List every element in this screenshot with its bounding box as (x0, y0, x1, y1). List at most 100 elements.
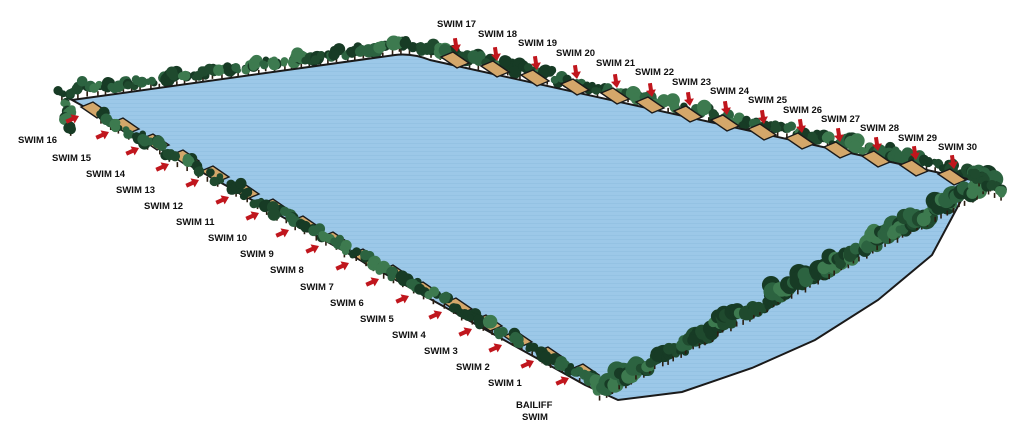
swim-arrow-icon (185, 178, 199, 188)
swim-platform (519, 69, 551, 87)
swim-platform (479, 60, 511, 78)
swim-label: SWIM 1 (488, 378, 522, 389)
tree-icon (191, 160, 205, 178)
swim-label: SWIM 8 (270, 265, 304, 276)
swim-label: SWIM 4 (392, 330, 426, 341)
swim-arrow-icon (571, 64, 581, 79)
swim-label: SWIM 6 (330, 298, 364, 309)
tree-icon (166, 65, 183, 87)
swim-label: SWIM 5 (360, 314, 394, 325)
tree-icon (295, 219, 311, 235)
tree-icon (53, 85, 67, 101)
swim-arrow-icon (721, 100, 731, 115)
bailiff-swim-label-line1: BAILIFF (516, 400, 553, 411)
swim-arrow-icon (125, 146, 139, 156)
swim-arrow-icon (335, 261, 349, 271)
swim-arrow-icon (95, 130, 109, 140)
swim-platform (860, 150, 892, 168)
tree-icon (493, 326, 508, 341)
swim-arrow-icon (531, 55, 541, 70)
swim-arrow-icon (910, 145, 920, 160)
swim-label: SWIM 29 (898, 133, 937, 144)
swim-label: SWIM 21 (596, 58, 636, 69)
swim-label: SWIM 16 (18, 135, 57, 146)
tree-icon (797, 267, 821, 288)
tree-icon (177, 70, 192, 84)
swim-arrow-icon (948, 154, 958, 169)
bailiff-swim-label-line2: SWIM (522, 412, 548, 423)
tree-icon (209, 173, 225, 187)
tree-icon (145, 76, 158, 90)
tree-icon (537, 64, 557, 85)
swim-platform (439, 51, 471, 69)
tree-icon (482, 314, 498, 336)
swim-platform (822, 141, 854, 159)
swim-platform (709, 114, 741, 132)
swim-label: SWIM 24 (710, 86, 750, 97)
tree-icon (206, 168, 215, 182)
swim-label: SWIM 12 (144, 201, 183, 212)
swim-platform (746, 123, 778, 141)
tree-icon (844, 132, 865, 156)
swim-platform (936, 168, 968, 186)
swim-platform (559, 78, 591, 96)
swim-label: SWIM 11 (176, 217, 215, 228)
tree-icon (226, 177, 247, 197)
tree-icon (994, 184, 1007, 201)
tree-icon (550, 70, 568, 90)
swim-label: SWIM 27 (821, 114, 860, 125)
swim-arrow-icon (834, 127, 844, 142)
tree-icon (280, 57, 289, 71)
tree-line-near (96, 106, 1007, 401)
swim-arrow-icon (65, 114, 79, 124)
swim-arrow-icon (275, 228, 289, 238)
tree-icon (348, 247, 362, 261)
swim-label: SWIM 22 (635, 67, 674, 78)
swim-arrow-icon (758, 109, 768, 124)
swim-labels: BAILIFF SWIM SWIM 1 SWIM 2 SWIM 3 SWIM 4 SWI… (18, 19, 977, 423)
swim-arrow-icon (488, 343, 502, 353)
swim-arrow-icon (491, 46, 501, 61)
swim-label: SWIM 19 (518, 38, 557, 49)
swim-label: SWIM 20 (556, 48, 595, 59)
swim-label: SWIM 9 (240, 249, 274, 260)
tree-icon (512, 333, 525, 351)
swim-arrow-icon (555, 376, 569, 386)
swim-label: SWIM 25 (748, 95, 788, 106)
tree-icon (916, 207, 933, 227)
tree-icon (525, 342, 539, 357)
swim-platform (634, 96, 666, 114)
tree-icon (267, 56, 282, 73)
swim-arrow-icon (428, 310, 442, 320)
tree-icon (360, 249, 375, 267)
swim-platform (784, 132, 816, 150)
swim-label: SWIM 18 (478, 29, 517, 40)
swim-label: SWIM 28 (860, 123, 899, 134)
swim-platform (672, 105, 704, 123)
swim-label: SWIM 3 (424, 346, 458, 357)
tree-icon (918, 154, 933, 171)
tree-icon (131, 75, 148, 90)
swim-arrow-icon (245, 211, 259, 221)
swim-arrow-icon (451, 37, 461, 52)
swim-arrow-icon (365, 277, 379, 287)
swim-arrow-icon (611, 73, 621, 88)
tree-icon (438, 291, 454, 309)
swim-label: SWIM 2 (456, 362, 490, 373)
swim-arrows (65, 37, 958, 386)
swim-arrow-icon (155, 162, 169, 172)
tree-icon (328, 43, 346, 63)
tree-icon (467, 48, 486, 70)
swim-arrow-icon (305, 244, 319, 254)
tree-icon (310, 50, 326, 67)
swim-arrow-icon (646, 82, 656, 97)
tree-icon (239, 187, 253, 203)
tree-icon (554, 355, 571, 373)
swim-arrow-icon (215, 195, 229, 205)
swim-label: SWIM 30 (938, 142, 977, 153)
swim-label: SWIM 15 (52, 153, 92, 164)
tree-icon (76, 75, 97, 97)
tree-icon (373, 40, 391, 58)
tree-icon (770, 120, 786, 137)
swim-label: SWIM 7 (300, 282, 334, 293)
